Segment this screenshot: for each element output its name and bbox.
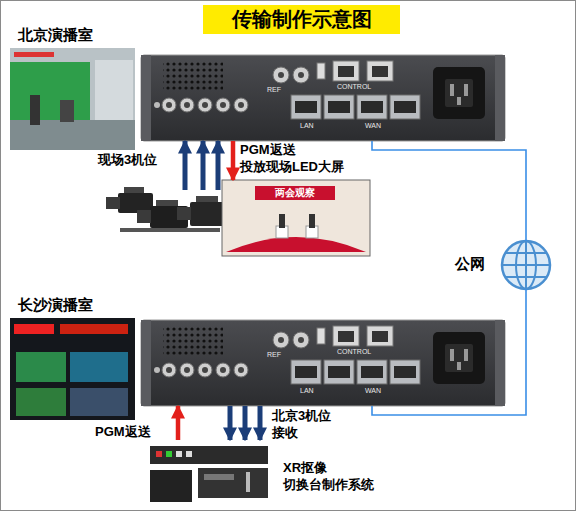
signal-arrow [183,141,188,190]
led-screen: 两会观察 [222,180,370,256]
console-keys [204,474,234,480]
camera-handle [156,200,178,206]
camera-handle [196,196,218,202]
edge-label: 北京3机位 接收 [272,408,352,442]
server-box [150,470,192,502]
switcher-button [166,451,172,457]
studio-person [30,95,40,125]
system-label: XR抠像 切换台制作系统 [283,460,395,494]
signal-arrow [231,141,236,180]
studio-floor [10,120,135,150]
camera-lens [177,207,191,220]
network-link [372,141,526,241]
globe-parallel [505,252,547,254]
network-link [372,289,526,415]
public-network-globe: 公网 [502,241,550,289]
camera-base [120,228,220,232]
switcher-button [186,451,192,457]
edge-label: PGM返送 [95,424,151,441]
studio-camera [60,100,74,122]
switcher-button [156,451,162,457]
signal-arrow [216,141,221,190]
studio-wall [95,60,133,120]
device-front [141,55,505,141]
monitor [16,388,66,416]
timecode-display [14,324,54,334]
globe [502,241,550,289]
monitor [70,388,128,416]
title-text: 传输制作示意图 [203,5,400,34]
globe-parallel [505,276,547,278]
port-label: CONTROL [337,347,371,356]
guest [279,214,285,228]
port-label: WAN [365,121,381,130]
monitor [70,352,128,382]
title-band [203,5,400,34]
switcher-system: XR抠像 切换台制作系统 [150,440,268,502]
device-front [141,320,505,406]
signal-arrow [243,406,248,440]
port-label: LAN [300,386,314,395]
screen-logo: 两会观察 [255,186,335,200]
studio-photo: 北京演播室 [10,48,135,150]
monitor [16,352,66,382]
signal-arrow [201,141,206,190]
camera-lens [137,210,151,223]
screen-banner [255,186,335,200]
port-label: REF [267,85,281,94]
studio-name: 长沙演播室 [18,295,93,315]
studio-photo [10,48,135,150]
led-screen-frame [222,180,370,256]
t-bar [246,472,250,492]
switcher-button [176,451,182,457]
stage-floor [226,237,366,252]
signal-arrow [258,406,263,440]
network-label: 公网 [455,254,485,274]
signal-arrow [228,406,233,440]
port-label: REF [267,350,281,359]
studio-name: 北京演播室 [18,25,93,45]
port-label: CONTROL [337,82,371,91]
camera-lens [106,197,120,209]
timecode-display [60,324,128,334]
control-console [198,468,268,498]
globe-parallel [502,264,550,266]
transmission-device: REF CONTROL LAN WAN [141,320,505,406]
camera-label: 现场3机位 [98,152,157,169]
studio-photo [10,318,135,420]
camera-handle [124,187,144,193]
green-screen [10,62,90,124]
edge-label: PGM返送 投放现场LED大屏 [240,142,360,176]
guest [309,214,315,228]
switcher-panel [150,446,268,464]
camera-group: 现场3机位 [118,190,230,235]
studio-light [14,52,54,57]
port-label: LAN [300,121,314,130]
studio-photo: 长沙演播室 [10,318,135,420]
transmission-device: REF CONTROL LAN WAN [141,55,505,141]
port-label: WAN [365,386,381,395]
signal-arrow [176,406,181,440]
